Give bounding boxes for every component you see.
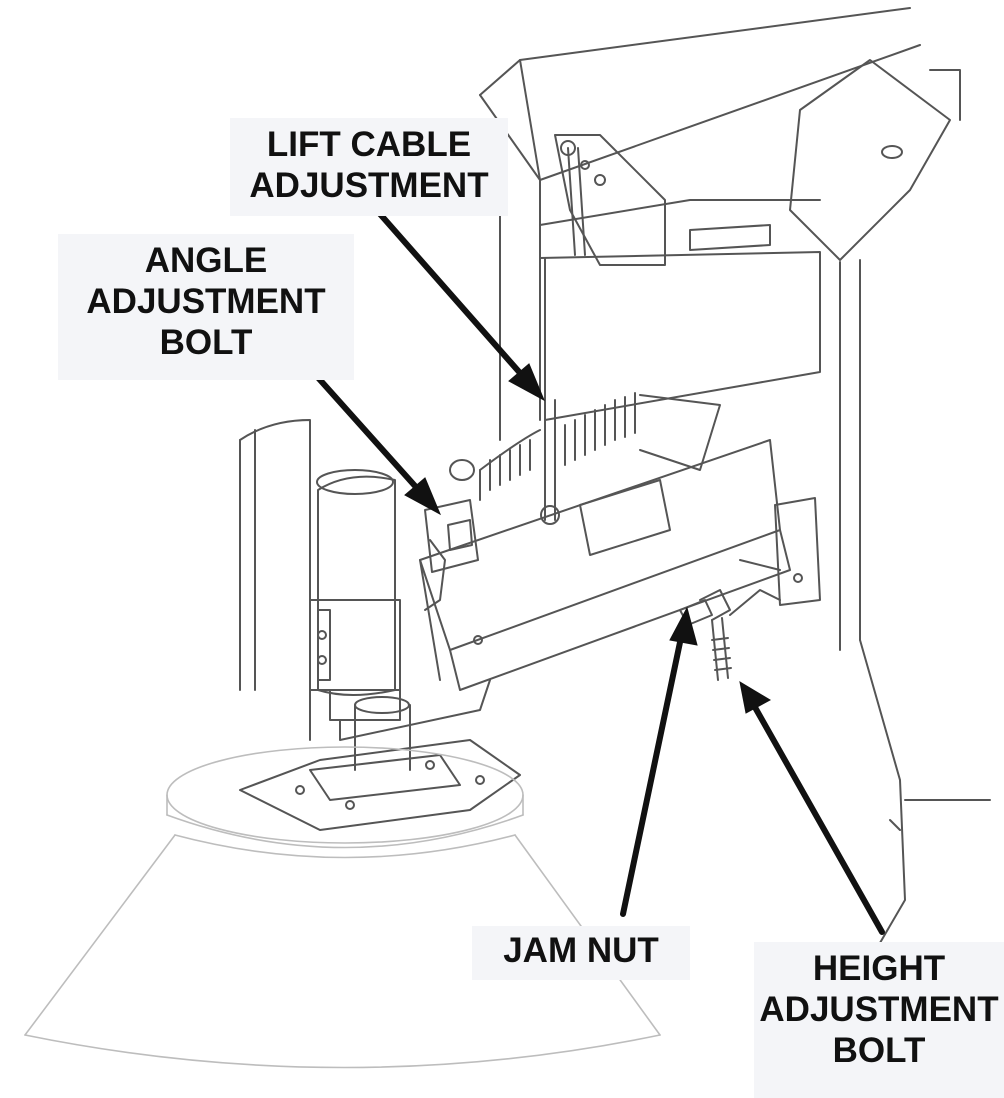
lift-spring <box>449 392 721 525</box>
jam-nut-label: JAM NUT <box>472 926 690 980</box>
angle-bracket <box>424 499 479 611</box>
angle-adjustment-bolt-label: ANGLE ADJUSTMENT BOLT <box>58 234 354 380</box>
leader-arrows <box>284 211 885 935</box>
brush-disc <box>24 746 661 1069</box>
pulley-bracket <box>554 134 666 266</box>
lift-cable-arrow <box>377 211 546 402</box>
broom-arm <box>419 439 821 691</box>
height-bolt-arrow <box>739 680 885 935</box>
height-adjustment-bolt-label: HEIGHT ADJUSTMENT BOLT <box>754 942 1004 1098</box>
broom-shroud <box>239 419 311 741</box>
frame-structure <box>479 7 991 961</box>
jam-nut-arrow <box>620 606 698 917</box>
lift-cable-adjustment-label: LIFT CABLE ADJUSTMENT <box>230 118 508 216</box>
height-adjust-assembly <box>679 559 781 681</box>
broom-hub <box>239 696 521 831</box>
